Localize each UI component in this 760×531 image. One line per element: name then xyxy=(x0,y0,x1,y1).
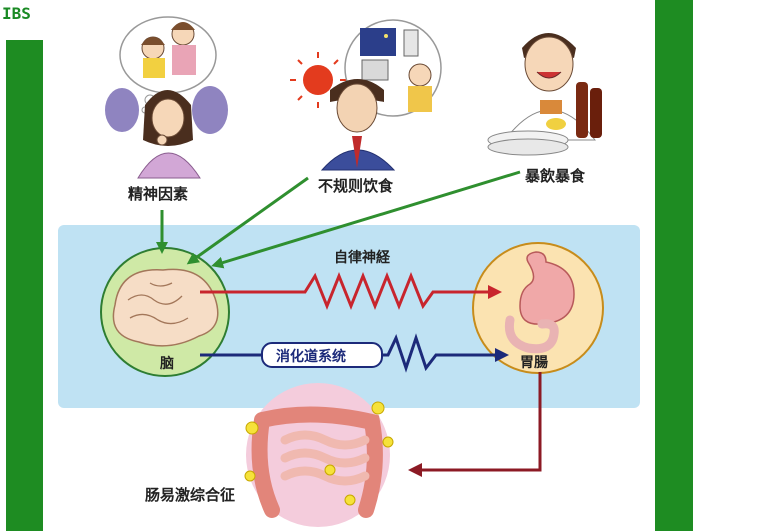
brain-node xyxy=(100,247,230,377)
label-gut: 胃腸 xyxy=(520,355,548,371)
right-frame-bar xyxy=(655,0,693,531)
overeating-illustration xyxy=(487,33,602,156)
gut-node xyxy=(472,242,604,374)
arrow-diet-to-brain xyxy=(186,176,309,265)
arrow-autonomic xyxy=(200,271,502,311)
label-digestive: 消化道系统 xyxy=(276,349,346,365)
mental-factor-illustration xyxy=(105,16,228,179)
label-brain: 脑 xyxy=(160,356,174,372)
arrow-gut-to-ibs xyxy=(408,372,542,477)
label-mental: 精神因素 xyxy=(128,185,189,203)
ibs-node xyxy=(244,383,394,527)
label-autonomic: 自律神経 xyxy=(334,250,390,266)
irregular-diet-illustration xyxy=(290,19,442,171)
left-frame-bar xyxy=(6,40,43,531)
label-ibs: 肠易激综合征 xyxy=(145,486,236,504)
ibs-tag: IBS xyxy=(2,4,31,23)
digestive-label-box xyxy=(261,342,383,368)
arrow-overeating-to-brain xyxy=(211,170,521,269)
label-overeating: 暴飲暴食 xyxy=(525,167,586,185)
arrow-digestive xyxy=(200,333,505,373)
label-irregular-diet: 不规则饮食 xyxy=(318,177,394,195)
